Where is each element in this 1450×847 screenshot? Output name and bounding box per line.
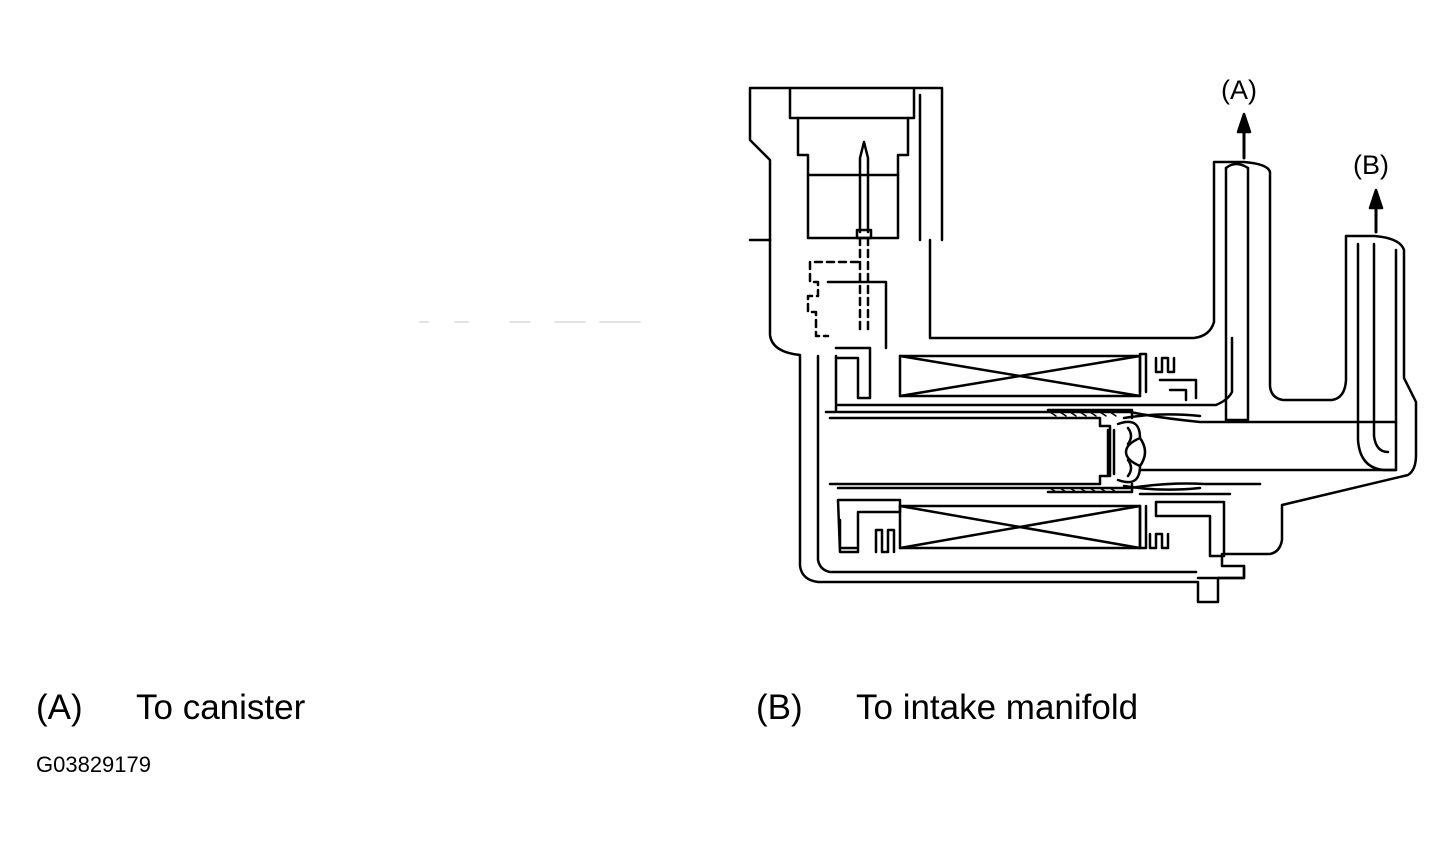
mounting-tab	[1196, 564, 1246, 580]
legend-key-a: (A)	[36, 688, 83, 727]
valve-seat	[1116, 413, 1202, 491]
upper-flow-passage	[836, 336, 1234, 407]
valve-body-outline	[768, 160, 1418, 604]
coil-bobbin-frame	[826, 280, 1226, 558]
callout-b-label: (B)	[1353, 150, 1389, 180]
legend-text-b: To intake manifold	[856, 688, 1139, 727]
arrow-port-a	[1236, 112, 1252, 160]
hidden-wire-lead	[806, 260, 860, 338]
valve-body-inner-wall	[816, 354, 1198, 574]
legend-text-a: To canister	[136, 688, 306, 727]
port-a-tube	[1224, 162, 1250, 422]
connector-pin	[855, 140, 873, 332]
figure-id: G03829179	[36, 752, 151, 777]
arrow-port-b	[1368, 188, 1384, 234]
solenoid-coil-upper	[898, 352, 1198, 402]
port-b-tube	[1356, 242, 1398, 472]
plunger-armature	[828, 408, 1134, 494]
solenoid-coil-lower	[874, 504, 1170, 554]
legend-key-b: (B)	[756, 688, 803, 727]
callout-a-label: (A)	[1221, 75, 1257, 105]
electrical-connector	[748, 86, 944, 242]
